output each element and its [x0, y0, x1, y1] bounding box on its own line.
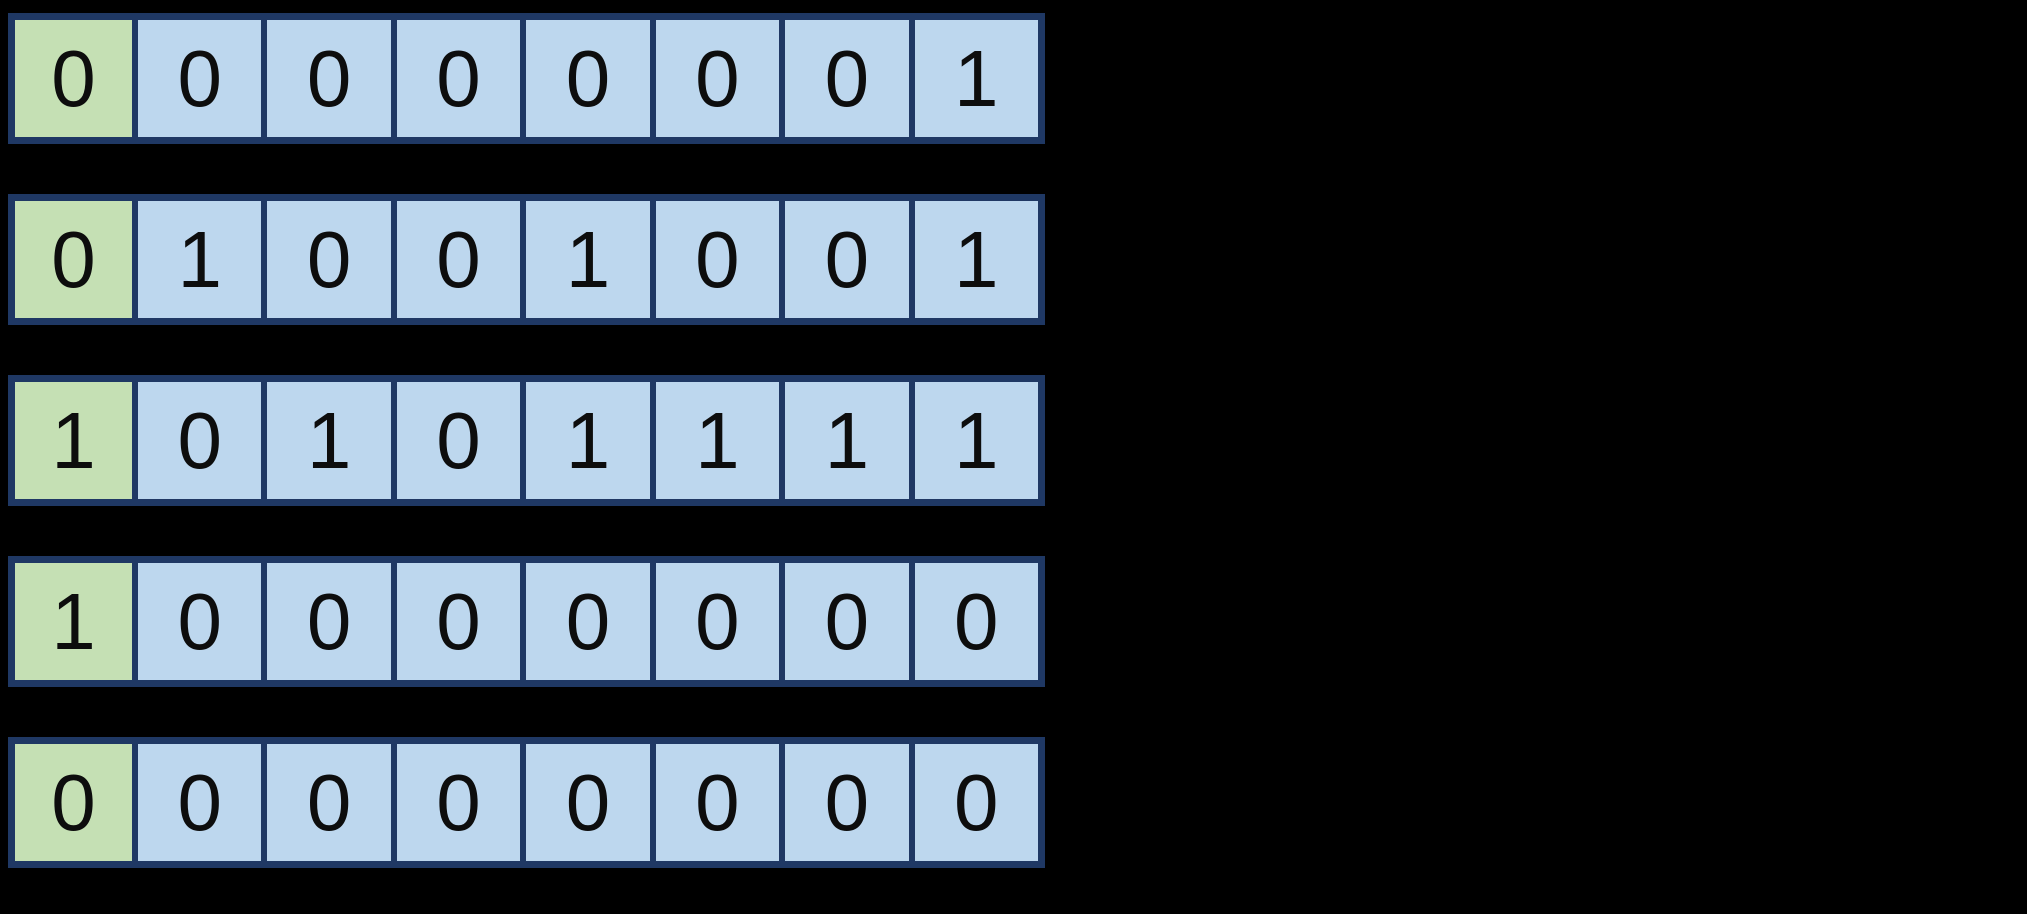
bit-cell: 1	[138, 201, 262, 318]
bit-cell: 0	[267, 201, 391, 318]
bit-cell: 0	[914, 744, 1038, 861]
bit-cell: 0	[138, 744, 262, 861]
bit-cell: 0	[138, 563, 262, 680]
bit-cell: 0	[267, 563, 391, 680]
bit-cell: 0	[914, 563, 1038, 680]
bit-cell: 0	[785, 744, 909, 861]
bit-cell: 0	[138, 382, 262, 499]
bit-cell: 0	[526, 744, 650, 861]
lead-bit-cell: 1	[15, 563, 132, 680]
bit-cell: 0	[267, 20, 391, 137]
bit-cell: 0	[526, 563, 650, 680]
bit-cell: 1	[267, 382, 391, 499]
bit-cell: 0	[785, 201, 909, 318]
bit-cell: 1	[785, 382, 909, 499]
bit-cell: 0	[785, 563, 909, 680]
bit-cell: 0	[655, 744, 780, 861]
bit-cell: 1	[914, 20, 1038, 137]
bit-cell: 0	[655, 563, 780, 680]
bit-cell: 0	[396, 20, 521, 137]
bit-cell: 0	[396, 382, 521, 499]
bit-cell: 1	[914, 382, 1038, 499]
lead-bit-cell: 0	[15, 744, 132, 861]
bit-cell: 0	[267, 744, 391, 861]
bit-cell: 0	[396, 744, 521, 861]
bit-cell: 0	[138, 20, 262, 137]
bit-cell: 1	[914, 201, 1038, 318]
bit-cell: 0	[396, 201, 521, 318]
bit-cell: 1	[526, 201, 650, 318]
lead-bit-cell: 1	[15, 382, 132, 499]
bit-cell: 0	[785, 20, 909, 137]
lead-bit-cell: 0	[15, 201, 132, 318]
bit-cell: 0	[396, 563, 521, 680]
bit-cell: 0	[526, 20, 650, 137]
bit-cell: 1	[655, 382, 780, 499]
bit-cell: 0	[655, 20, 780, 137]
bit-cell: 0	[655, 201, 780, 318]
bit-cell: 1	[526, 382, 650, 499]
lead-bit-cell: 0	[15, 20, 132, 137]
